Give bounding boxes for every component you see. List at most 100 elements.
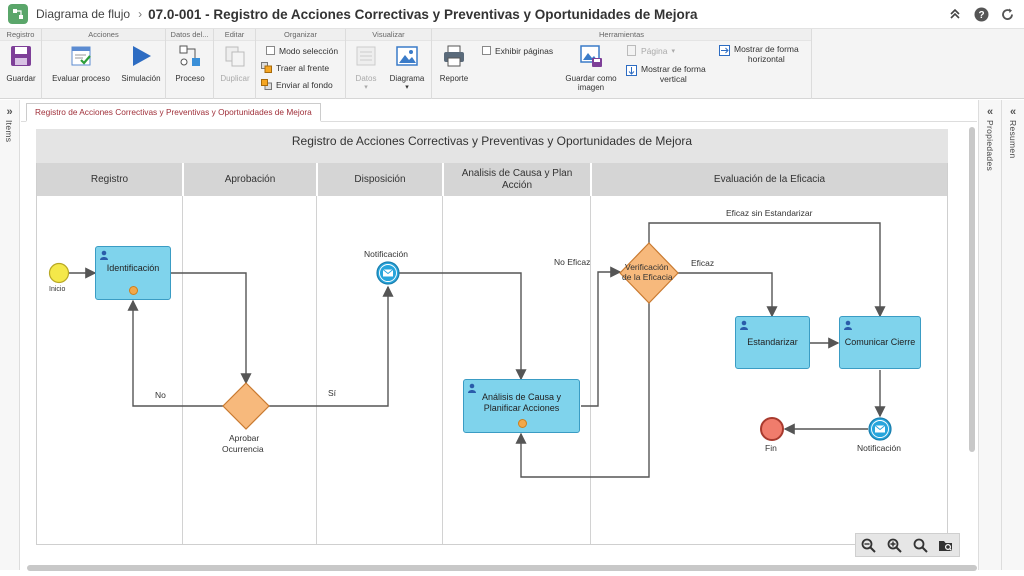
send-to-back-button[interactable]: Enviar al fondo	[261, 78, 333, 91]
report-label: Reporte	[439, 74, 469, 83]
flow-label-no-eficaz: No Eficaz	[554, 257, 591, 267]
ribbon-group-registro: Registro Guardar	[0, 29, 42, 99]
diagram-view-dropdown[interactable]: Diagrama ▾	[386, 44, 428, 92]
evaluate-process-button[interactable]: Evaluar proceso	[50, 44, 112, 83]
ribbon-group-title: Datos del...	[166, 29, 213, 41]
notification-label: Notificación	[364, 249, 408, 259]
show-horizontal-label-1: Mostrar de forma	[734, 44, 799, 54]
send-to-back-label: Enviar al fondo	[276, 79, 333, 90]
properties-panel-label: Propiedades	[985, 120, 995, 172]
data-view-dropdown[interactable]: Datos ▾	[350, 44, 382, 92]
selection-mode-label: Modo selección	[279, 45, 339, 56]
refresh-icon[interactable]	[998, 5, 1016, 23]
show-horizontal-label-2: horizontal	[747, 54, 785, 64]
flow-label-eficaz: Eficaz	[691, 258, 715, 268]
horizontal-scrollbar[interactable]	[27, 565, 977, 571]
flow-label-no: No	[155, 390, 166, 400]
ribbon-group-title: Registro	[0, 29, 41, 41]
expand-chevron-icon[interactable]: »	[6, 106, 13, 118]
page-label: Página	[641, 45, 668, 56]
tab-diagram[interactable]: Registro de Acciones Correctivas y Preve…	[26, 103, 321, 122]
flow-label-si: Sí	[328, 388, 337, 398]
selection-mode-checkbox[interactable]: Modo selección	[266, 44, 338, 57]
user-task-icon	[844, 320, 852, 330]
report-button[interactable]: Reporte	[436, 44, 472, 83]
summary-panel-collapsed[interactable]: « Resumen	[1001, 100, 1024, 570]
ribbon-group-title: Organizar	[256, 29, 345, 41]
flow-label-eficaz-sin-estandarizar: Eficaz sin Estandarizar	[726, 208, 813, 218]
user-task-icon	[100, 250, 108, 260]
subprocess-marker-icon	[517, 419, 527, 428]
lane-divider	[182, 196, 183, 544]
task-analisis-causa[interactable]: Análisis de Causa y Planificar Acciones	[463, 379, 580, 433]
ribbon-group-title: Visualizar	[346, 29, 431, 41]
send-back-icon	[261, 79, 272, 90]
task-identificacion[interactable]: Identificación	[95, 246, 171, 300]
show-pages-checkbox[interactable]: Exhibir páginas	[482, 44, 553, 57]
zoom-fit-button[interactable]	[911, 536, 929, 554]
ribbon-toolbar: Registro Guardar Acciones Evaluar proces…	[0, 29, 1024, 99]
properties-panel-collapsed[interactable]: « Propiedades	[978, 100, 1001, 570]
show-vertical-label-1: Mostrar de forma	[641, 64, 706, 74]
save-button[interactable]: Guardar	[4, 44, 38, 83]
gateway-label: Verificación	[625, 262, 669, 272]
duplicate-label: Duplicar	[220, 74, 250, 83]
page-dropdown[interactable]: Página ▾	[626, 44, 675, 57]
notification-label: Notificación	[857, 443, 901, 453]
play-icon	[129, 44, 153, 68]
lane-header-disposicion[interactable]: Disposición	[318, 163, 442, 196]
help-icon[interactable]: ?	[972, 5, 990, 23]
lane-header-evaluacion[interactable]: Evaluación de la Eficacia	[592, 163, 947, 196]
process-label: Proceso	[175, 74, 205, 83]
save-as-image-button[interactable]: Guardar como imagen	[560, 44, 622, 92]
pool-title: Registro de Acciones Correctivas y Preve…	[36, 129, 948, 163]
task-label: Estandarizar	[747, 337, 798, 347]
lane-header-registro[interactable]: Registro	[37, 163, 182, 196]
process-flow-icon	[178, 44, 202, 68]
task-label: Análisis de Causa y Planificar Acciones	[481, 392, 562, 413]
breadcrumb[interactable]: Diagrama de flujo	[36, 7, 131, 21]
ribbon-group-title: Herramientas	[432, 29, 811, 41]
document-tab-strip: Registro de Acciones Correctivas y Preve…	[21, 100, 977, 122]
task-estandarizar[interactable]: Estandarizar	[735, 316, 810, 369]
zoom-folder-button[interactable]	[937, 536, 955, 554]
show-pages-label: Exhibir páginas	[495, 45, 554, 56]
svg-text:?: ?	[978, 10, 984, 21]
simulation-button[interactable]: Simulación	[118, 44, 164, 83]
bring-to-front-label: Traer al frente	[276, 62, 330, 73]
zoom-out-icon	[861, 538, 877, 553]
end-label: Fin	[765, 443, 777, 453]
evaluate-process-label: Evaluar proceso	[52, 74, 110, 83]
gateway-label: Aprobar	[229, 433, 260, 443]
ribbon-group-visualizar: Visualizar Datos ▾ Diagrama ▾	[346, 29, 432, 99]
items-panel-collapsed[interactable]: » Items	[0, 100, 20, 570]
zoom-out-button[interactable]	[860, 536, 878, 554]
summary-panel-label: Resumen	[1008, 120, 1018, 159]
lane-header-aprobacion[interactable]: Aprobación	[184, 163, 316, 196]
horizontal-layout-icon	[719, 45, 730, 56]
process-button[interactable]: Proceso	[172, 44, 208, 83]
lane-divider	[316, 196, 317, 544]
duplicate-button[interactable]: Duplicar	[217, 44, 253, 83]
show-vertical-button[interactable]: Mostrar de forma vertical	[626, 64, 706, 88]
start-label: Inicio	[49, 286, 66, 293]
bring-to-front-button[interactable]: Traer al frente	[261, 61, 329, 74]
lane-header-analisis[interactable]: Analisis de Causa y Plan Acción	[444, 163, 590, 196]
zoom-in-button[interactable]	[886, 536, 904, 554]
lane-divider	[590, 196, 591, 544]
vertical-scrollbar[interactable]	[969, 127, 975, 452]
ribbon-group-datos: Datos del... Proceso	[166, 29, 214, 99]
collapse-ribbon-icon[interactable]	[946, 5, 964, 23]
zoom-toolbar	[855, 533, 960, 557]
expand-chevron-icon[interactable]: «	[1009, 106, 1017, 118]
show-horizontal-button[interactable]: Mostrar de forma horizontal	[719, 44, 799, 68]
task-comunicar-cierre[interactable]: Comunicar Cierre	[839, 316, 921, 369]
expand-chevron-icon[interactable]: «	[986, 106, 994, 118]
save-as-image-label-2: imagen	[577, 83, 605, 92]
lane-divider	[442, 196, 443, 544]
search-icon	[913, 538, 928, 553]
evaluate-checklist-icon	[69, 44, 93, 68]
simulation-label: Simulación	[121, 74, 161, 83]
ribbon-group-organizar: Organizar Modo selección Traer al frente…	[256, 29, 346, 99]
data-view-label: Datos	[355, 74, 377, 83]
